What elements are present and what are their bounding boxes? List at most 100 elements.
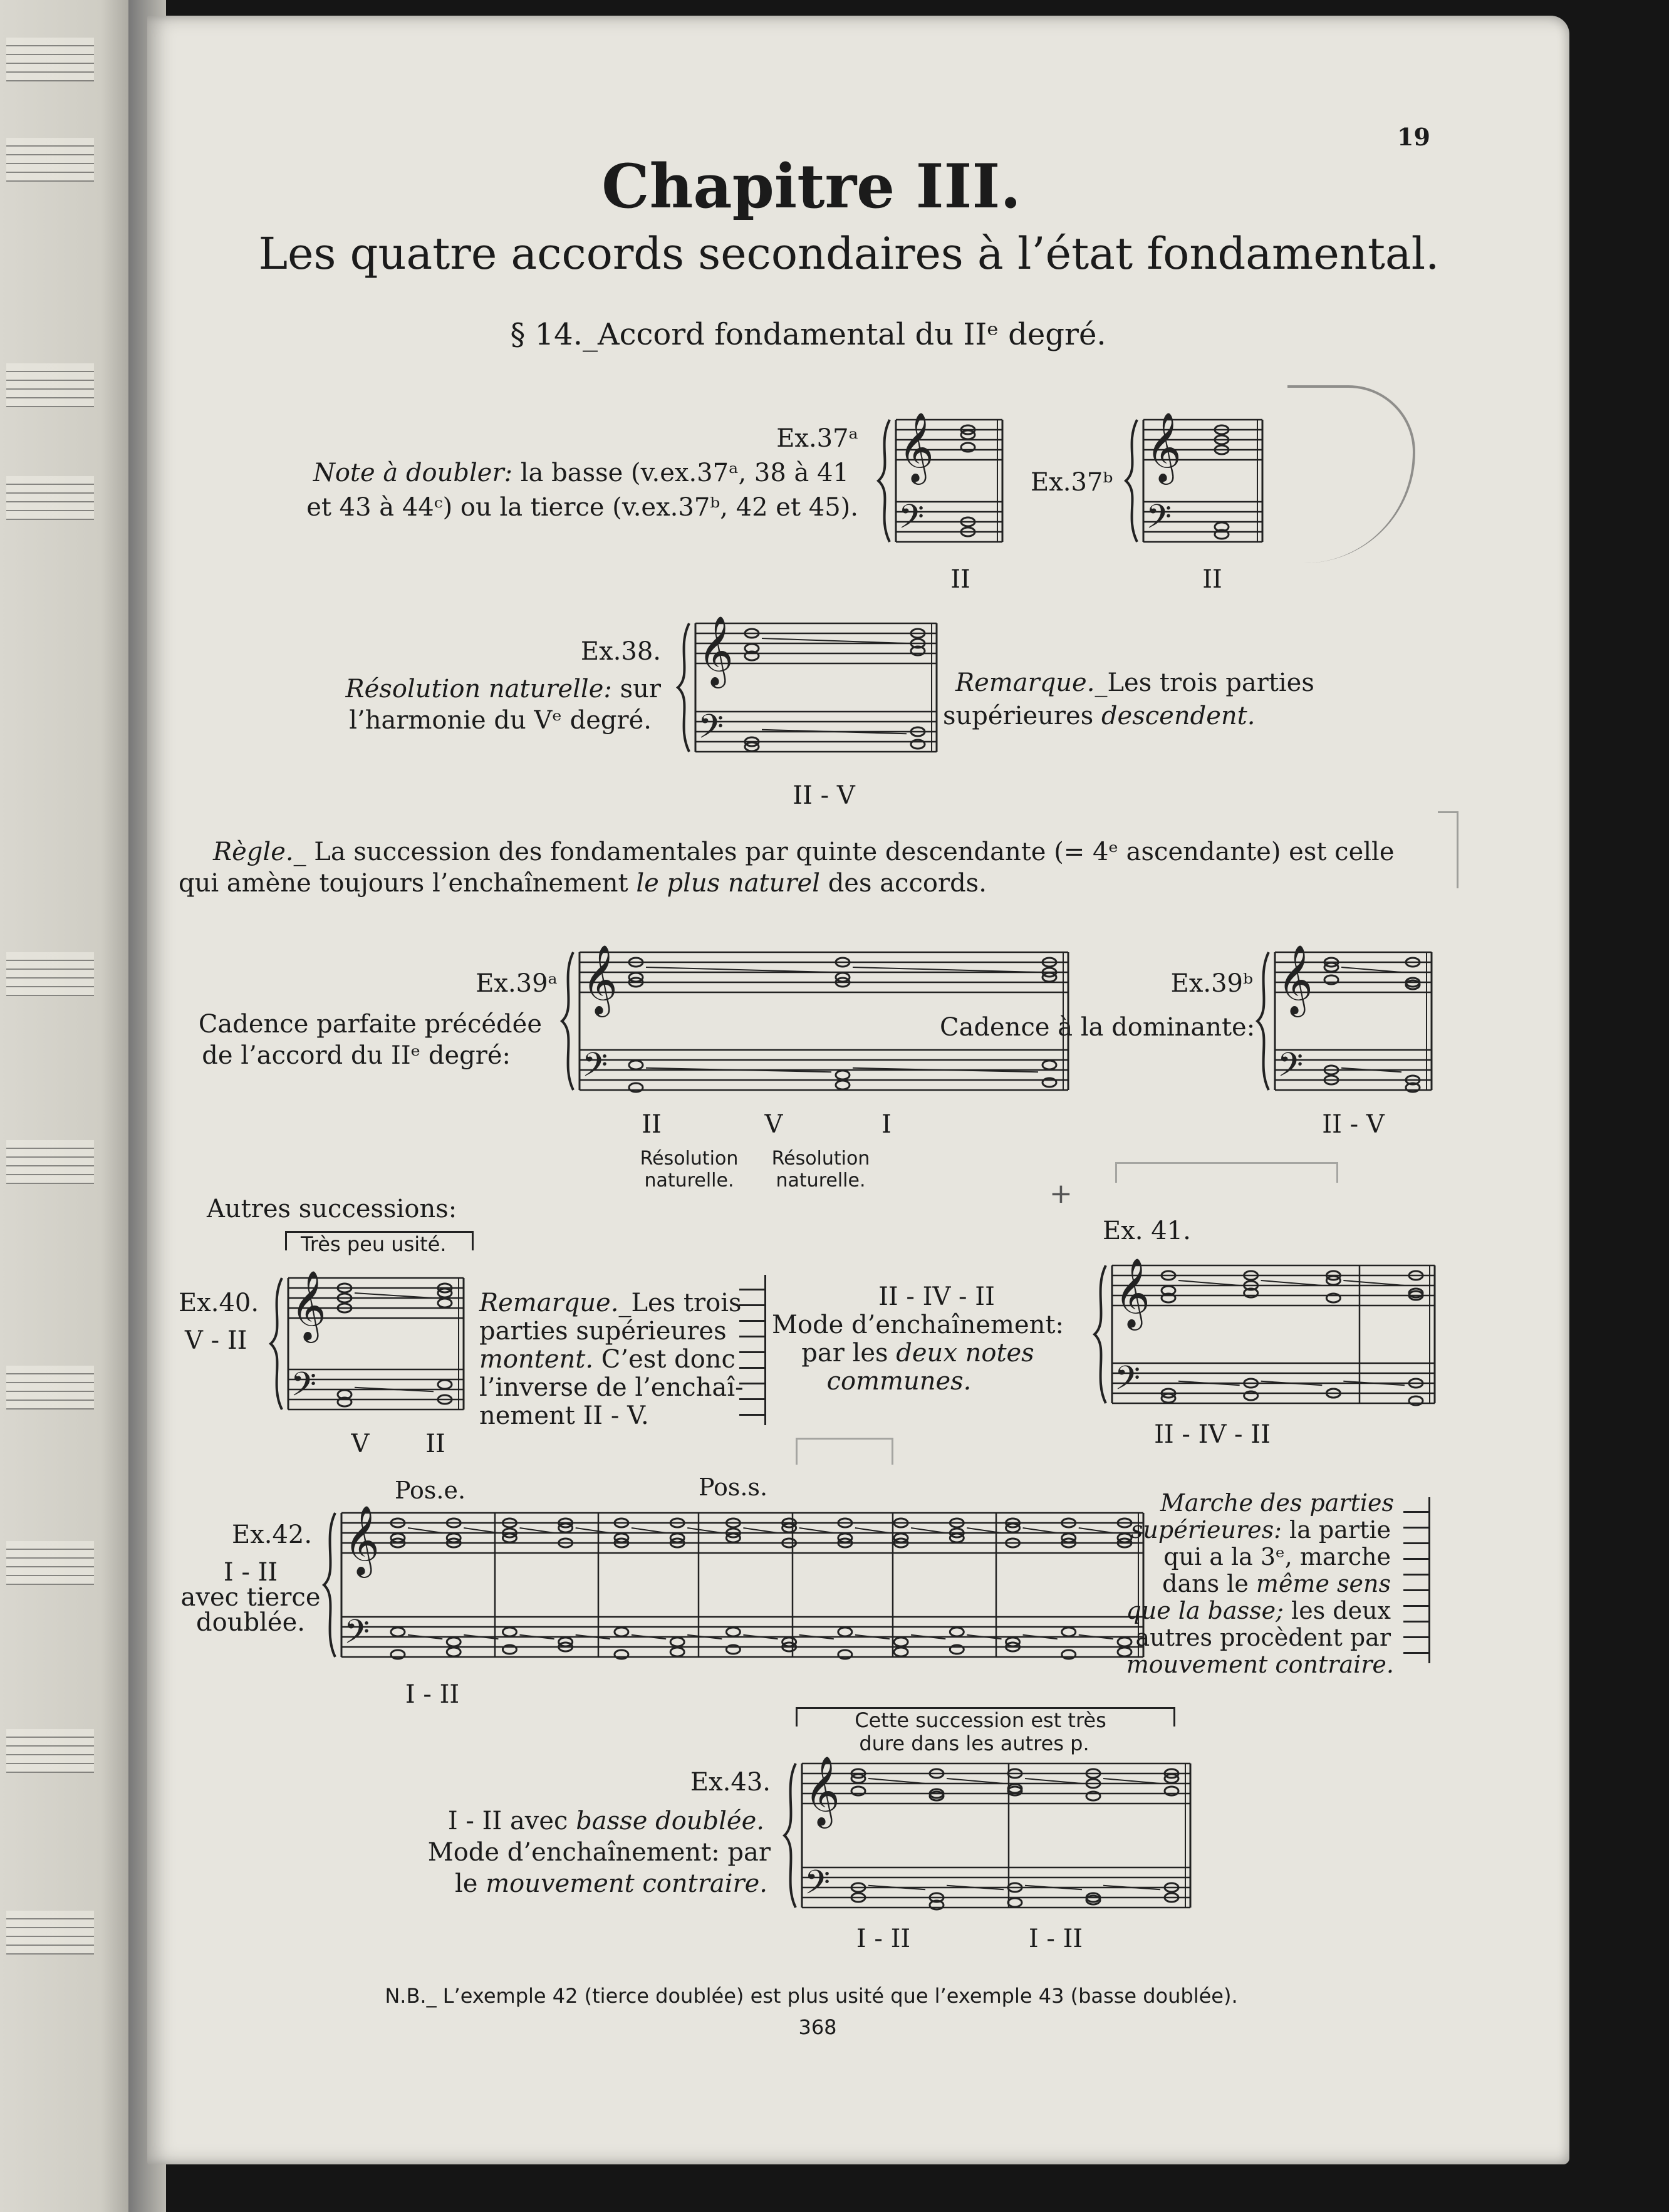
voice-arrow <box>1022 1527 1058 1534</box>
brace <box>1255 952 1270 1091</box>
ex39a-resolution-1-l1: Résolution <box>640 1148 739 1170</box>
voice-arrow <box>1343 1280 1405 1286</box>
ex42-marche-l7: mouvement contraire. <box>1126 1651 1394 1678</box>
voice-arrow <box>1261 1380 1323 1386</box>
voice-arrow <box>631 1527 667 1534</box>
ex42-marche-sup: supérieures: <box>1130 1516 1282 1544</box>
ex39b-label: Ex.39ᵇ <box>1170 969 1253 998</box>
voice-arrow <box>910 1634 946 1640</box>
whole-notes <box>1160 1270 1424 1406</box>
voice-arrow <box>852 967 1039 973</box>
regle-line2-c: des accords. <box>828 869 987 898</box>
pencil-bracket-mark <box>1438 811 1458 888</box>
ex42-pos-s: Pos.s. <box>699 1473 768 1501</box>
ex37a-label: Ex.37ᵃ <box>776 424 858 453</box>
ex39a-resolution-2-l1: Résolution <box>771 1148 870 1170</box>
ex43-bracket-l1: Cette succession est très <box>855 1708 1106 1732</box>
ex43-staff-system: 𝄞𝄢 <box>777 1745 1192 1926</box>
ex38-remark-desc: descendent. <box>1101 702 1256 730</box>
ex40-staff-system: 𝄞𝄢 <box>263 1259 465 1428</box>
ex38-label: Ex.38. <box>580 637 661 666</box>
staff-lines <box>895 418 1004 543</box>
staff-lines <box>801 1762 1192 1909</box>
ex41-roman: II - IV - II <box>1154 1420 1271 1449</box>
voice-arrow <box>910 1527 946 1534</box>
section-heading: § 14._Accord fondamental du IIᵉ degré. <box>510 317 1106 352</box>
ex42-pos-e: Pos.e. <box>395 1477 466 1504</box>
staff-lines <box>1111 1264 1436 1405</box>
ex41-staff-svg: 𝄞𝄢 <box>1092 1257 1436 1406</box>
whole-notes <box>336 1282 453 1408</box>
ex37a-staff-system: 𝄞𝄢 <box>871 401 1015 561</box>
regle-lead: Règle._ <box>213 838 306 866</box>
regle-line2-b: le plus naturel <box>636 869 820 898</box>
ex39b-roman: II - V <box>1322 1110 1385 1139</box>
bass-clef-icon: 𝄢 <box>344 1613 370 1659</box>
ex40-remark-cest: C’est donc <box>601 1345 736 1374</box>
voice-arrow <box>967 1527 1002 1534</box>
treble-clef-icon: 𝄞 <box>582 944 618 1017</box>
ex43-l3: le mouvement contraire. <box>455 1871 767 1896</box>
ex38-resolution-line1: Résolution naturelle: sur <box>346 677 662 702</box>
brace <box>675 623 690 752</box>
brace <box>876 419 891 543</box>
ex39a-roman-3: I <box>881 1110 892 1139</box>
treble-clef-icon: 𝄞 <box>1146 412 1182 485</box>
voice-arrow <box>645 1067 832 1073</box>
treble-clef-icon: 𝄞 <box>698 615 734 688</box>
ex43-l1: I - II avec basse doublée. <box>448 1809 764 1834</box>
ex40-remark-ladder <box>739 1275 766 1425</box>
ex43-staff-svg: 𝄞𝄢 <box>782 1755 1192 1911</box>
ex39a-staff-system: 𝄞𝄢 <box>554 933 1069 1109</box>
ex43-l1-a: I - II avec <box>447 1807 568 1836</box>
voice-arrow <box>575 1527 611 1534</box>
book-page: 19 Chapitre III. Les quatre accords seco… <box>147 16 1569 2164</box>
pencil-curve-mark <box>1287 385 1415 563</box>
voice-arrow <box>407 1527 443 1534</box>
ex42-desc1: I - II <box>223 1558 278 1587</box>
treble-clef-icon: 𝄞 <box>344 1505 380 1578</box>
ex39a-desc-line1: Cadence parfaite précédée <box>198 1010 542 1039</box>
ex39a-roman-1: II <box>642 1110 662 1139</box>
ex37-note-line1: Note à doubler: la basse (v.ex.37ᵃ, 38 à… <box>313 460 849 485</box>
voice-arrow <box>868 1778 926 1784</box>
voice-arrow <box>519 1527 554 1534</box>
voice-arrow <box>687 1527 722 1534</box>
voice-arrow <box>946 1778 1004 1784</box>
bass-clef-icon: 𝄢 <box>1146 498 1172 544</box>
brace <box>1123 419 1138 543</box>
ex43-label: Ex.43. <box>690 1768 771 1797</box>
pencil-bracket-ex42 <box>796 1438 893 1465</box>
voice-arrow <box>1024 1778 1083 1784</box>
ex43-roman-2: I - II <box>1028 1924 1083 1953</box>
previous-page-edge <box>0 0 144 2212</box>
voice-arrow <box>407 1634 443 1640</box>
ex43-l3-b: mouvement contraire. <box>486 1869 767 1898</box>
ex43-roman-1: I - II <box>856 1924 911 1953</box>
brace <box>782 1763 797 1908</box>
brace <box>1092 1265 1107 1404</box>
voice-arrow <box>799 1527 834 1534</box>
pencil-plus-mark: + <box>1049 1178 1073 1210</box>
voice-arrow <box>687 1634 722 1640</box>
voice-arrow <box>1178 1380 1240 1386</box>
whole-notes <box>960 424 976 537</box>
ex43-bracket-line <box>796 1707 1175 1727</box>
ex42-staff-svg: 𝄞𝄢 <box>321 1505 1145 1660</box>
whole-notes <box>1323 957 1421 1093</box>
voice-arrow <box>1343 1380 1405 1386</box>
ex37b-roman: II <box>1202 565 1222 594</box>
voice-arrow <box>1078 1527 1114 1534</box>
whole-notes <box>628 957 1058 1093</box>
ex41-line2: Mode d’enchaînement: <box>772 1311 1064 1339</box>
ex38-staff-system: 𝄞𝄢 <box>670 605 938 771</box>
voice-arrow <box>946 1884 1004 1891</box>
bass-clef-icon: 𝄢 <box>291 1366 316 1412</box>
voice-arrow <box>1024 1884 1083 1891</box>
ex41-label: Ex. 41. <box>1103 1217 1191 1245</box>
treble-clef-icon: 𝄞 <box>898 412 934 485</box>
ex37-note-rest: la basse (v.ex.37ᵃ, 38 à 41 <box>520 459 849 487</box>
brace <box>268 1277 283 1410</box>
chapter-title: Chapitre III. <box>601 151 1021 222</box>
voice-arrow <box>852 1067 1039 1073</box>
